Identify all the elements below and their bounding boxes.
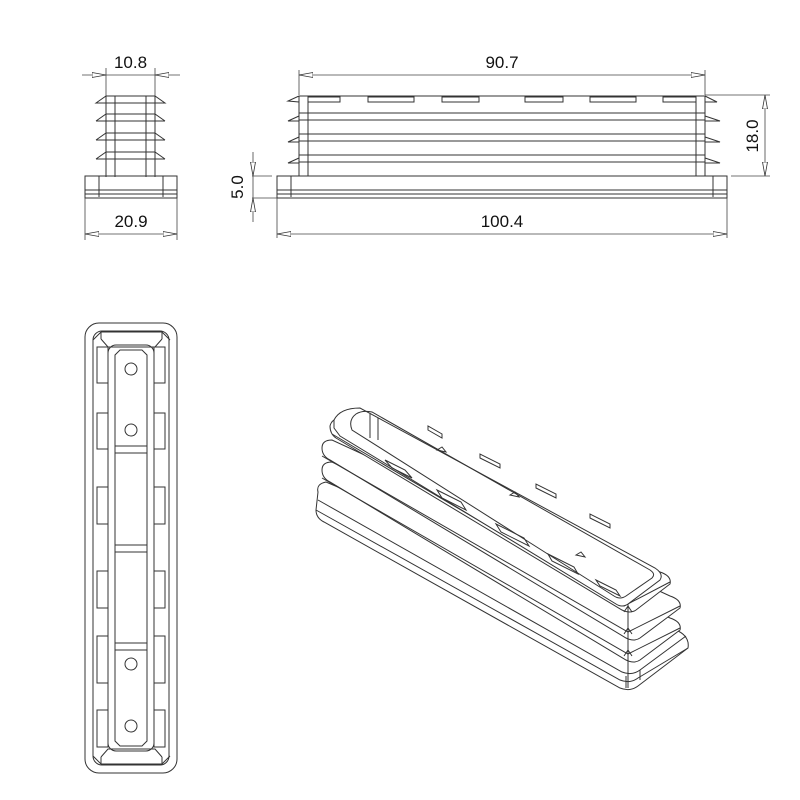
- hole-icon: [124, 362, 138, 376]
- dim-label-100.4: 100.4: [481, 212, 524, 231]
- dim-label-5.0: 5.0: [228, 175, 247, 199]
- dim-label-10.8: 10.8: [114, 53, 147, 72]
- dimension-insert-width: 10.8: [82, 53, 180, 96]
- iso-slots: [384, 459, 622, 598]
- hole-icon: [124, 423, 138, 437]
- side-tabs: [96, 346, 166, 748]
- end-view-flange: [84, 175, 178, 199]
- iso-tabs: [427, 425, 611, 558]
- dim-label-20.9: 20.9: [114, 212, 147, 231]
- isometric-view: [315, 407, 689, 691]
- dimension-flange-width: 20.9: [84, 198, 178, 240]
- side-view-slots: [307, 96, 697, 103]
- side-view: 90.7: [228, 53, 770, 238]
- side-view-fins: [286, 95, 721, 177]
- dimension-insert-height: 18.0: [705, 94, 770, 177]
- side-view-flange: [276, 175, 728, 199]
- dim-label-18.0: 18.0: [743, 119, 762, 152]
- dimension-insert-length: 90.7: [298, 53, 706, 95]
- hole-icon: [124, 657, 138, 671]
- dimension-flange-thickness: 5.0: [228, 152, 277, 222]
- dim-label-90.7: 90.7: [485, 53, 518, 72]
- hole-icon: [124, 719, 138, 733]
- dimension-flange-length: 100.4: [276, 198, 728, 238]
- end-view: 10.8 20.9: [82, 53, 180, 240]
- bottom-view: [84, 322, 178, 774]
- end-view-fins: [94, 95, 167, 177]
